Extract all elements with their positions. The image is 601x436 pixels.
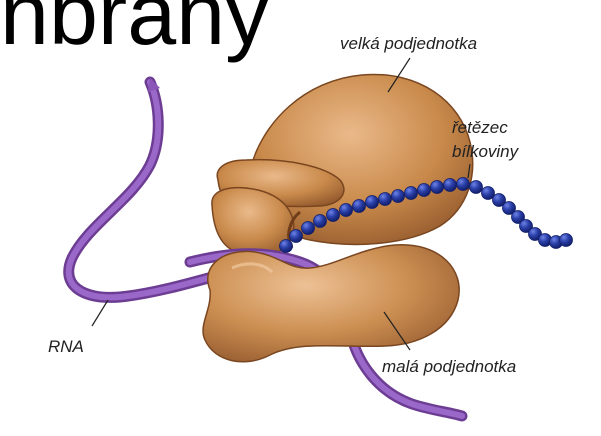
label-large-subunit: velká podjednotka bbox=[340, 34, 477, 54]
protein-bead bbox=[418, 184, 431, 197]
small-subunit bbox=[203, 245, 459, 362]
protein-bead bbox=[392, 190, 405, 203]
large-subunit bbox=[212, 74, 473, 256]
protein-bead bbox=[302, 222, 315, 235]
protein-bead bbox=[444, 179, 457, 192]
protein-bead bbox=[290, 230, 303, 243]
protein-bead bbox=[366, 196, 379, 209]
protein-bead bbox=[457, 178, 470, 191]
label-small-subunit: malá podjednotka bbox=[382, 357, 516, 377]
label-rna: RNA bbox=[48, 337, 84, 357]
protein-bead bbox=[470, 181, 483, 194]
protein-bead bbox=[431, 181, 444, 194]
leader-line-rna bbox=[92, 300, 108, 326]
protein-bead bbox=[280, 240, 293, 253]
protein-bead bbox=[560, 234, 573, 247]
protein-bead bbox=[314, 215, 327, 228]
protein-bead bbox=[405, 187, 418, 200]
protein-bead bbox=[340, 204, 353, 217]
label-protein-chain-line1: řetězec bbox=[452, 118, 508, 138]
label-protein-chain-line2: bílkoviny bbox=[452, 142, 518, 162]
protein-bead bbox=[327, 209, 340, 222]
protein-bead bbox=[379, 193, 392, 206]
protein-bead bbox=[353, 200, 366, 213]
